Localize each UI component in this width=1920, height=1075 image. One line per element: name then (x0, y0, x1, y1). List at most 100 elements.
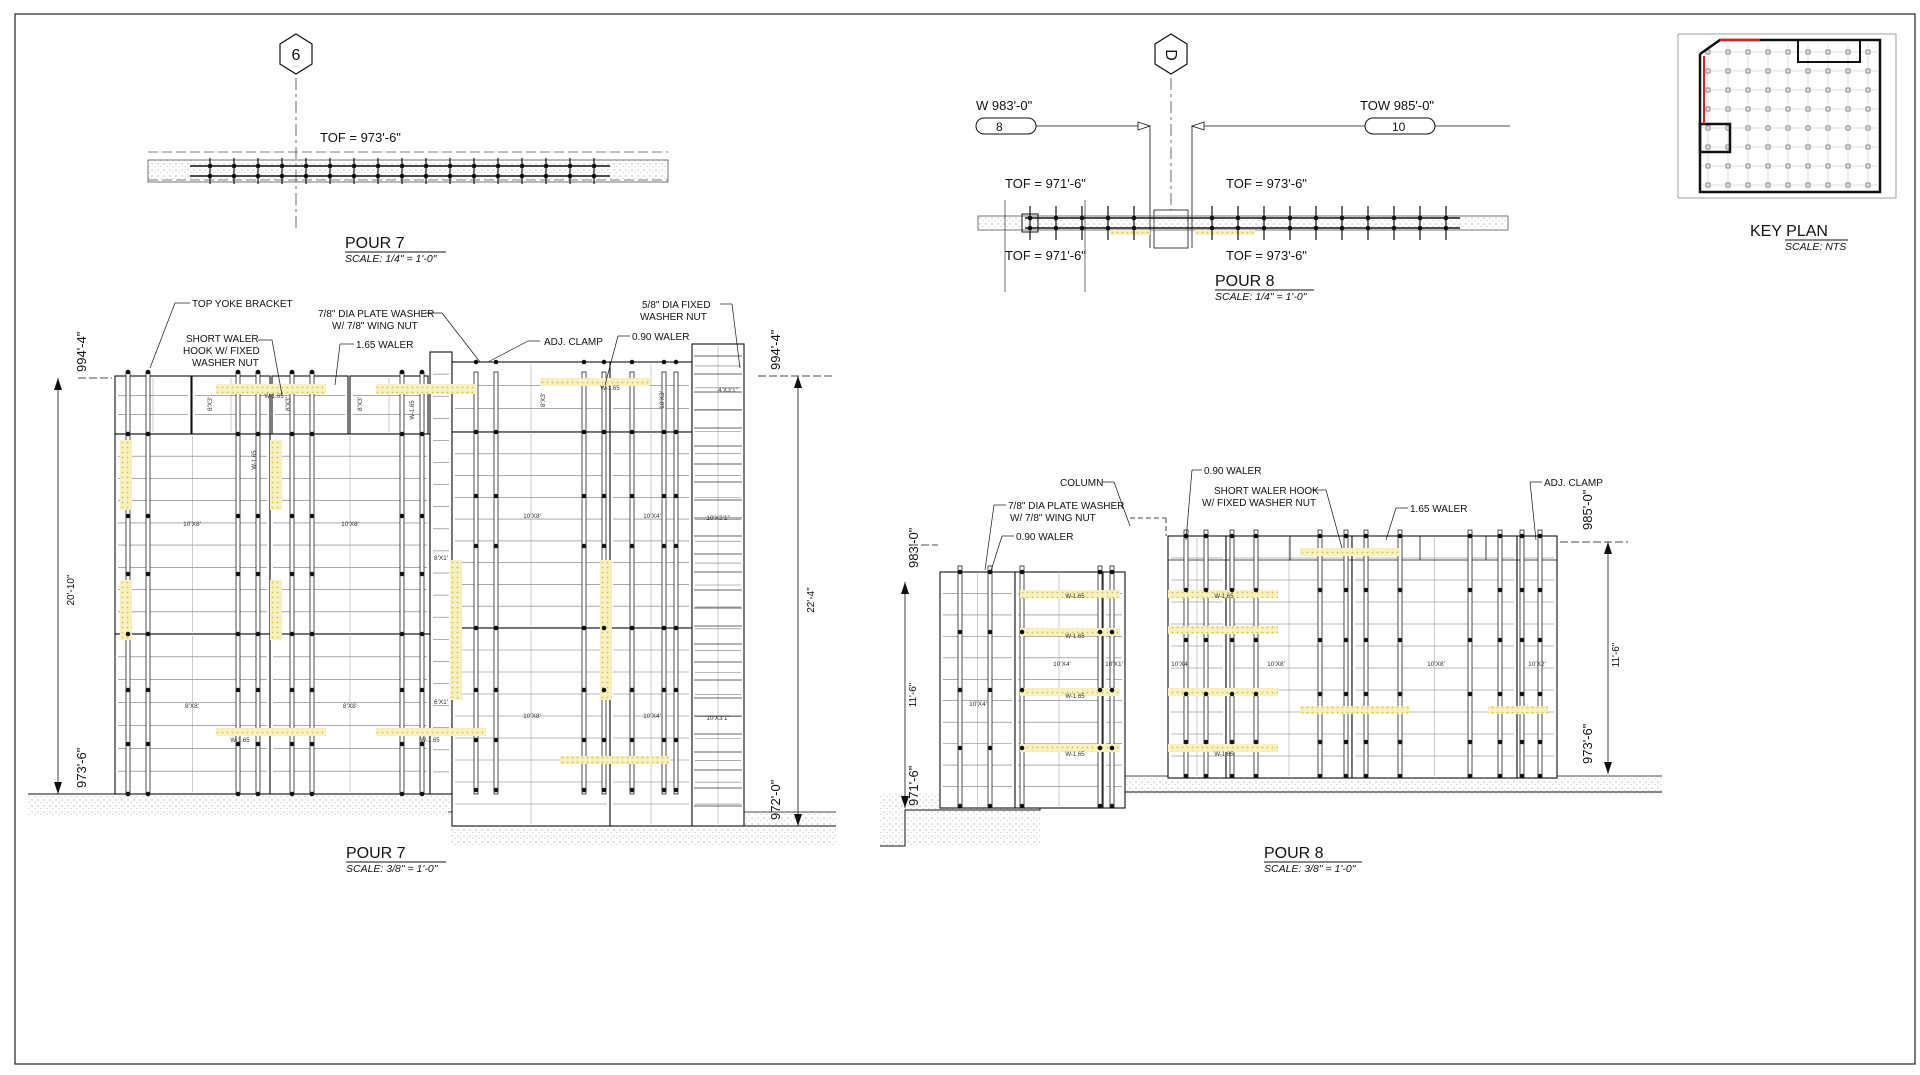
waler-highlight (1300, 706, 1410, 714)
form-tie (255, 369, 261, 375)
form-tie (673, 543, 679, 549)
waler-highlight (450, 640, 462, 700)
form-tie (1317, 533, 1323, 539)
form-tie (399, 369, 405, 375)
callout-p8-waler-090-a: 0.90 WALER (1016, 532, 1073, 543)
form-tie (1019, 687, 1025, 693)
key-plan-column (1865, 87, 1871, 93)
form-tie (447, 173, 453, 179)
key-plan-column (1705, 49, 1711, 55)
waler-highlight (1020, 744, 1120, 752)
form-tie (207, 173, 213, 179)
form-tie (471, 163, 477, 169)
key-plan-column (1785, 182, 1791, 188)
key-plan-column (1825, 106, 1831, 112)
form-tie (673, 359, 679, 365)
form-tie (125, 741, 131, 747)
form-tie (255, 791, 261, 797)
form-tie (1497, 533, 1503, 539)
pour8-dim-right: 11'-6" (1611, 642, 1622, 667)
key-plan-column (1765, 68, 1771, 74)
form-tie (145, 687, 151, 693)
form-tie (519, 173, 525, 179)
form-tie (581, 359, 587, 365)
panel-label: 8'X8' (343, 703, 357, 710)
form-tie (255, 631, 261, 637)
form-tie (1203, 637, 1209, 643)
waler-highlight (600, 560, 612, 640)
form-tie (1339, 225, 1345, 231)
form-tie (567, 173, 573, 179)
callout-short-waler-2: HOOK W/ FIXED (183, 346, 260, 357)
pour8-elev-top-right: 985'-0" (1580, 489, 1595, 530)
form-tie (473, 359, 479, 365)
form-tie (987, 803, 993, 809)
form-tie (399, 741, 405, 747)
form-tie (1537, 773, 1543, 779)
pour7-elev-bot-left: 973'-6" (74, 747, 89, 788)
form-tie (1519, 691, 1525, 697)
pour8-tow-right: TOW 985'-0" (1360, 98, 1434, 113)
form-tie (1397, 587, 1403, 593)
waler-highlight (1300, 548, 1400, 556)
form-tie (235, 369, 241, 375)
form-tie (309, 369, 315, 375)
key-plan-column (1705, 144, 1711, 150)
form-tie (1497, 637, 1503, 643)
form-tie (145, 369, 151, 375)
form-tie (1537, 637, 1543, 643)
panel-label: 10'X3' (659, 391, 666, 409)
form-tie (1019, 745, 1025, 751)
form-tie (661, 493, 667, 499)
waler-highlight (376, 384, 476, 394)
form-tie (327, 173, 333, 179)
pour8-plan-scale: SCALE: 1/4" = 1'-0" (1215, 291, 1308, 303)
waler-highlight (120, 440, 132, 510)
form-tie (351, 173, 357, 179)
form-tie (125, 631, 131, 637)
form-tie (419, 791, 425, 797)
waler-bar (1019, 565, 1025, 809)
form-tie (399, 687, 405, 693)
form-tie (1235, 225, 1241, 231)
form-tie (661, 787, 667, 793)
pour7-dim-left: 20'-10" (66, 574, 77, 605)
form-tie (661, 359, 667, 365)
form-tie (473, 787, 479, 793)
panel-label: 6'X1' (434, 699, 448, 706)
pour8-plan-title: POUR 8 (1215, 273, 1275, 290)
callout-p8-short-hook-1: SHORT WALER HOOK (1214, 486, 1319, 497)
form-tie (957, 569, 963, 575)
callout-waler-090: 0.90 WALER (632, 332, 689, 343)
form-tie (1519, 533, 1525, 539)
form-tie (1537, 587, 1543, 593)
form-tie (1497, 691, 1503, 697)
form-tie (1519, 773, 1525, 779)
callout-p8-waler-165: 1.65 WALER (1410, 504, 1467, 515)
key-plan-column (1805, 68, 1811, 74)
form-tie (493, 543, 499, 549)
form-tie (1209, 215, 1215, 221)
callout-column: COLUMN (1060, 478, 1103, 489)
callout-fixed-nut-1: 5/8" DIA FIXED (642, 300, 711, 311)
waler-bar (493, 371, 499, 795)
panel-label: 10'X8' (1427, 661, 1445, 668)
form-tie (1417, 215, 1423, 221)
form-tie (519, 163, 525, 169)
form-tie (1109, 569, 1115, 575)
key-plan-column (1845, 68, 1851, 74)
form-tie (471, 173, 477, 179)
form-tie (1417, 225, 1423, 231)
form-tie (1467, 587, 1473, 593)
key-plan-column (1825, 144, 1831, 150)
form-tie (289, 631, 295, 637)
panel-label: 10'X4' (969, 701, 987, 708)
form-tie (1079, 215, 1085, 221)
form-tie (581, 787, 587, 793)
form-tie (673, 625, 679, 631)
key-plan-column (1805, 49, 1811, 55)
form-tie (125, 431, 131, 437)
callout-p8-short-hook-2: W/ FIXED WASHER NUT (1202, 498, 1316, 509)
form-tie (1397, 533, 1403, 539)
